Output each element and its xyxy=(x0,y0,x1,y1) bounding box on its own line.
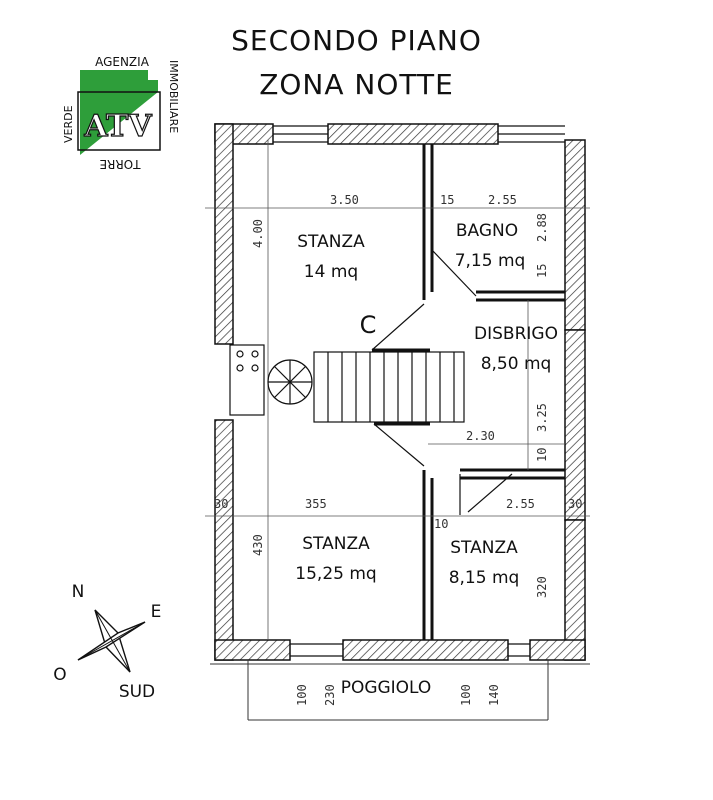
room-stanza-2-name: STANZA xyxy=(302,534,370,554)
dim-wall-left: 30 xyxy=(214,497,228,511)
plan-title-zone: ZONA NOTTE xyxy=(259,68,454,101)
room-disbrigo-name: DISBRIGO xyxy=(474,324,558,344)
logo-word-immobiliare: IMMOBILIARE xyxy=(167,60,180,133)
stair-marker-label: C xyxy=(360,311,377,339)
dimension-lines xyxy=(205,140,590,640)
dim-wall-right: 30 xyxy=(568,497,582,511)
room-stanza-1-area: 14 mq xyxy=(304,262,358,282)
balcony-outline xyxy=(210,660,590,721)
compass-east-label: E xyxy=(151,602,162,622)
door-swings xyxy=(371,249,513,515)
compass-rose: N E O SUD xyxy=(53,582,161,702)
dim-bottom-partition: 10 xyxy=(434,517,448,531)
compass-north-label: N xyxy=(72,582,85,602)
room-stanza-3-name: STANZA xyxy=(450,538,518,558)
dim-bottom-right-width: 2.55 xyxy=(506,497,535,511)
compass-south-label: SUD xyxy=(119,682,155,702)
dim-balcony-a: 100 xyxy=(295,684,309,706)
dim-bottom-left-width: 355 xyxy=(305,497,327,511)
room-disbrigo-area: 8,50 mq xyxy=(481,354,552,374)
exterior-walls xyxy=(214,123,586,661)
room-bagno-area: 7,15 mq xyxy=(455,251,526,271)
dim-corridor-wall: 10 xyxy=(535,448,549,462)
dim-bath-wall: 15 xyxy=(535,264,549,278)
windows xyxy=(273,125,565,657)
logo-word-verde: VERDE xyxy=(62,105,75,143)
dim-top-partition: 15 xyxy=(440,193,454,207)
logo-word-agenzia: AGENZIA xyxy=(95,55,150,69)
logo-monogram: ATV xyxy=(83,109,152,144)
room-stanza-2-area: 15,25 mq xyxy=(295,564,376,584)
dim-corridor-height: 3.25 xyxy=(535,403,549,432)
compass-west-label: O xyxy=(53,665,66,685)
room-bagno-name: BAGNO xyxy=(456,221,518,241)
dim-balcony-b: 230 xyxy=(323,684,337,706)
dim-top-left-width: 3.50 xyxy=(330,193,359,207)
room-stanza-1-name: STANZA xyxy=(297,232,365,252)
balcony-label: POGGIOLO xyxy=(341,678,432,698)
room-stanza-3-area: 8,15 mq xyxy=(449,568,520,588)
dim-bath-height: 2.88 xyxy=(535,213,549,242)
agency-logo: AGENZIA IMMOBILIARE VERDE TORRE ATV xyxy=(62,55,180,171)
logo-word-torre: TORRE xyxy=(99,157,141,171)
dim-top-right-width: 2.55 xyxy=(488,193,517,207)
dim-balcony-d: 140 xyxy=(487,684,501,706)
dim-balcony-c: 100 xyxy=(459,684,473,706)
plan-title-floor: SECONDO PIANO xyxy=(231,24,482,57)
dim-left-bottom-height: 430 xyxy=(251,534,265,556)
dim-right-bottom-height: 320 xyxy=(535,576,549,598)
dim-left-top-height: 4.00 xyxy=(251,219,265,248)
interior-partitions xyxy=(372,144,565,640)
staircase xyxy=(229,344,465,423)
dim-corridor-width: 2.30 xyxy=(466,429,495,443)
